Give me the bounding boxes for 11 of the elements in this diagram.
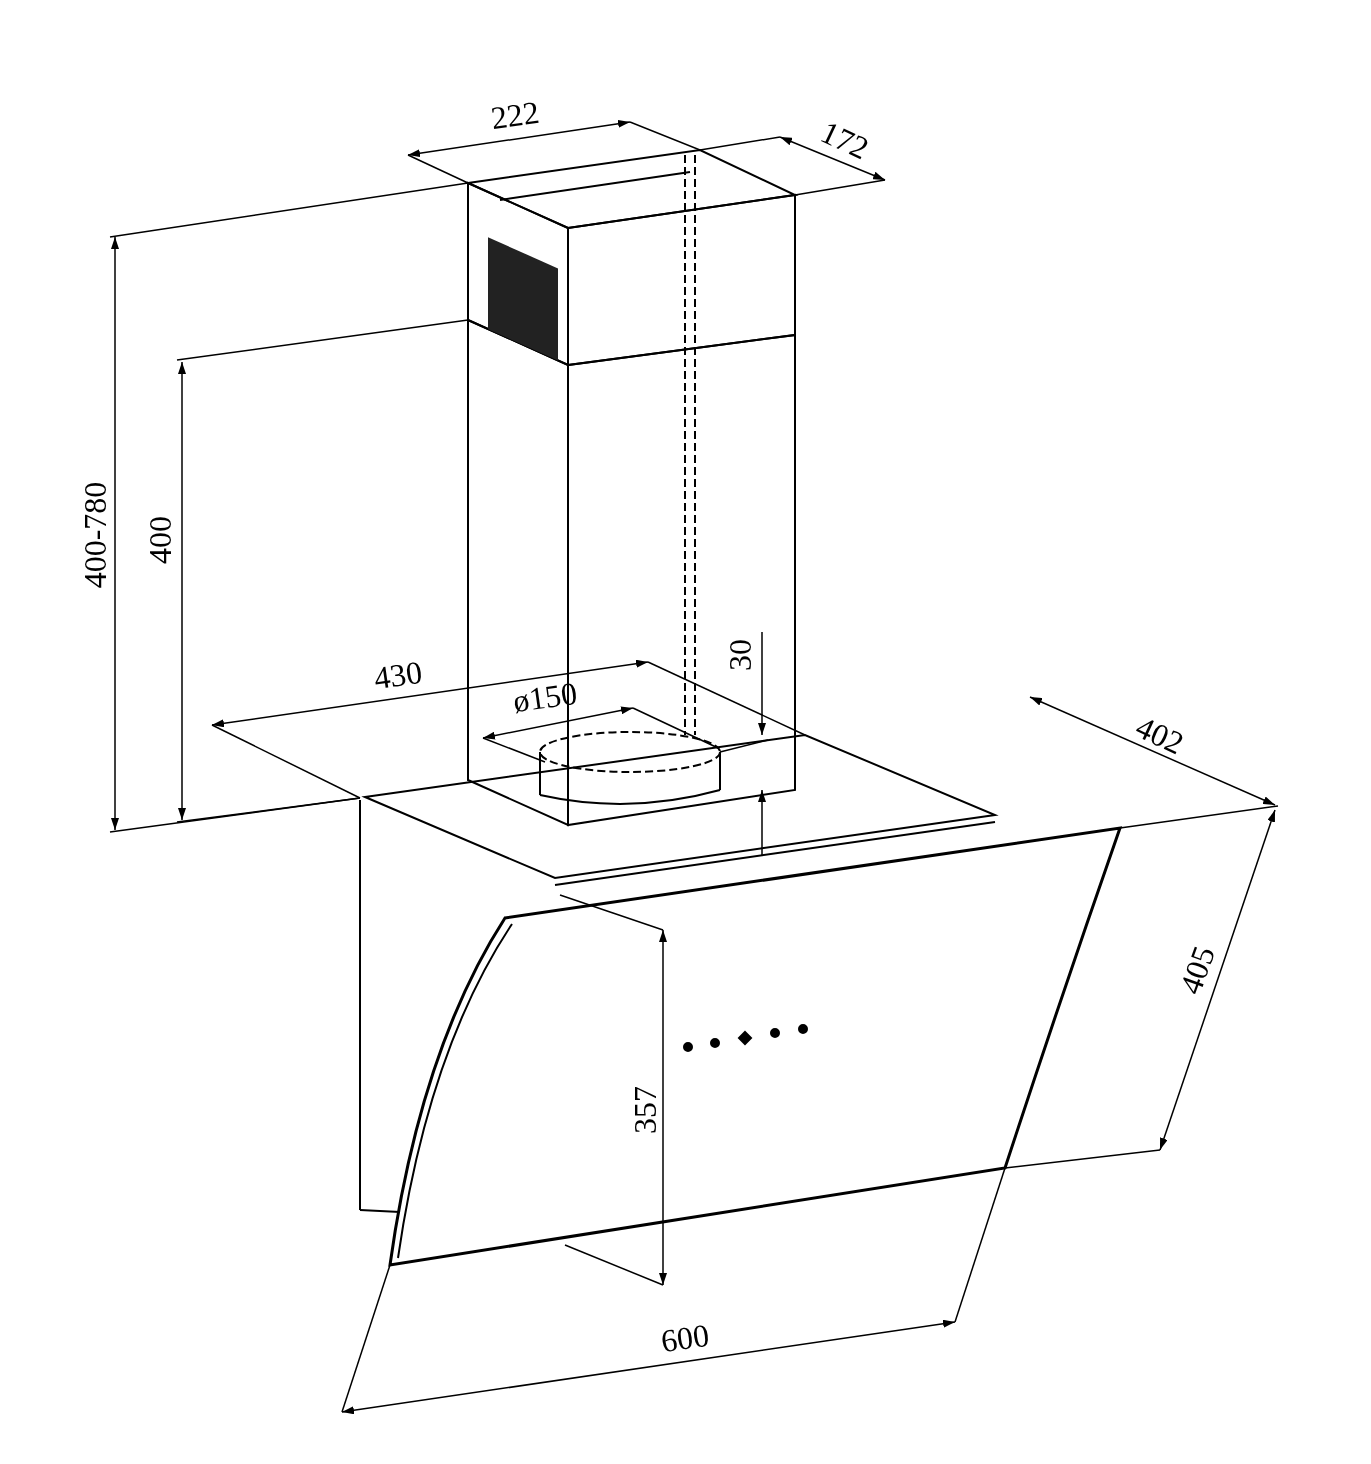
dimension-value: 405 bbox=[1173, 942, 1221, 998]
dimension-value: 222 bbox=[489, 95, 541, 135]
dimension-value: 172 bbox=[816, 115, 874, 165]
dimension-value: 30 bbox=[724, 639, 756, 671]
dimension-value: 400-780 bbox=[78, 481, 111, 589]
dimension-value: 400 bbox=[144, 516, 176, 564]
dimension-value: 430 bbox=[372, 655, 424, 695]
dimension-value: 402 bbox=[1131, 710, 1189, 760]
dimension-value: ø150 bbox=[511, 676, 579, 718]
dimension-value: 357 bbox=[629, 1086, 661, 1134]
dimension-value: 600 bbox=[659, 1318, 711, 1358]
